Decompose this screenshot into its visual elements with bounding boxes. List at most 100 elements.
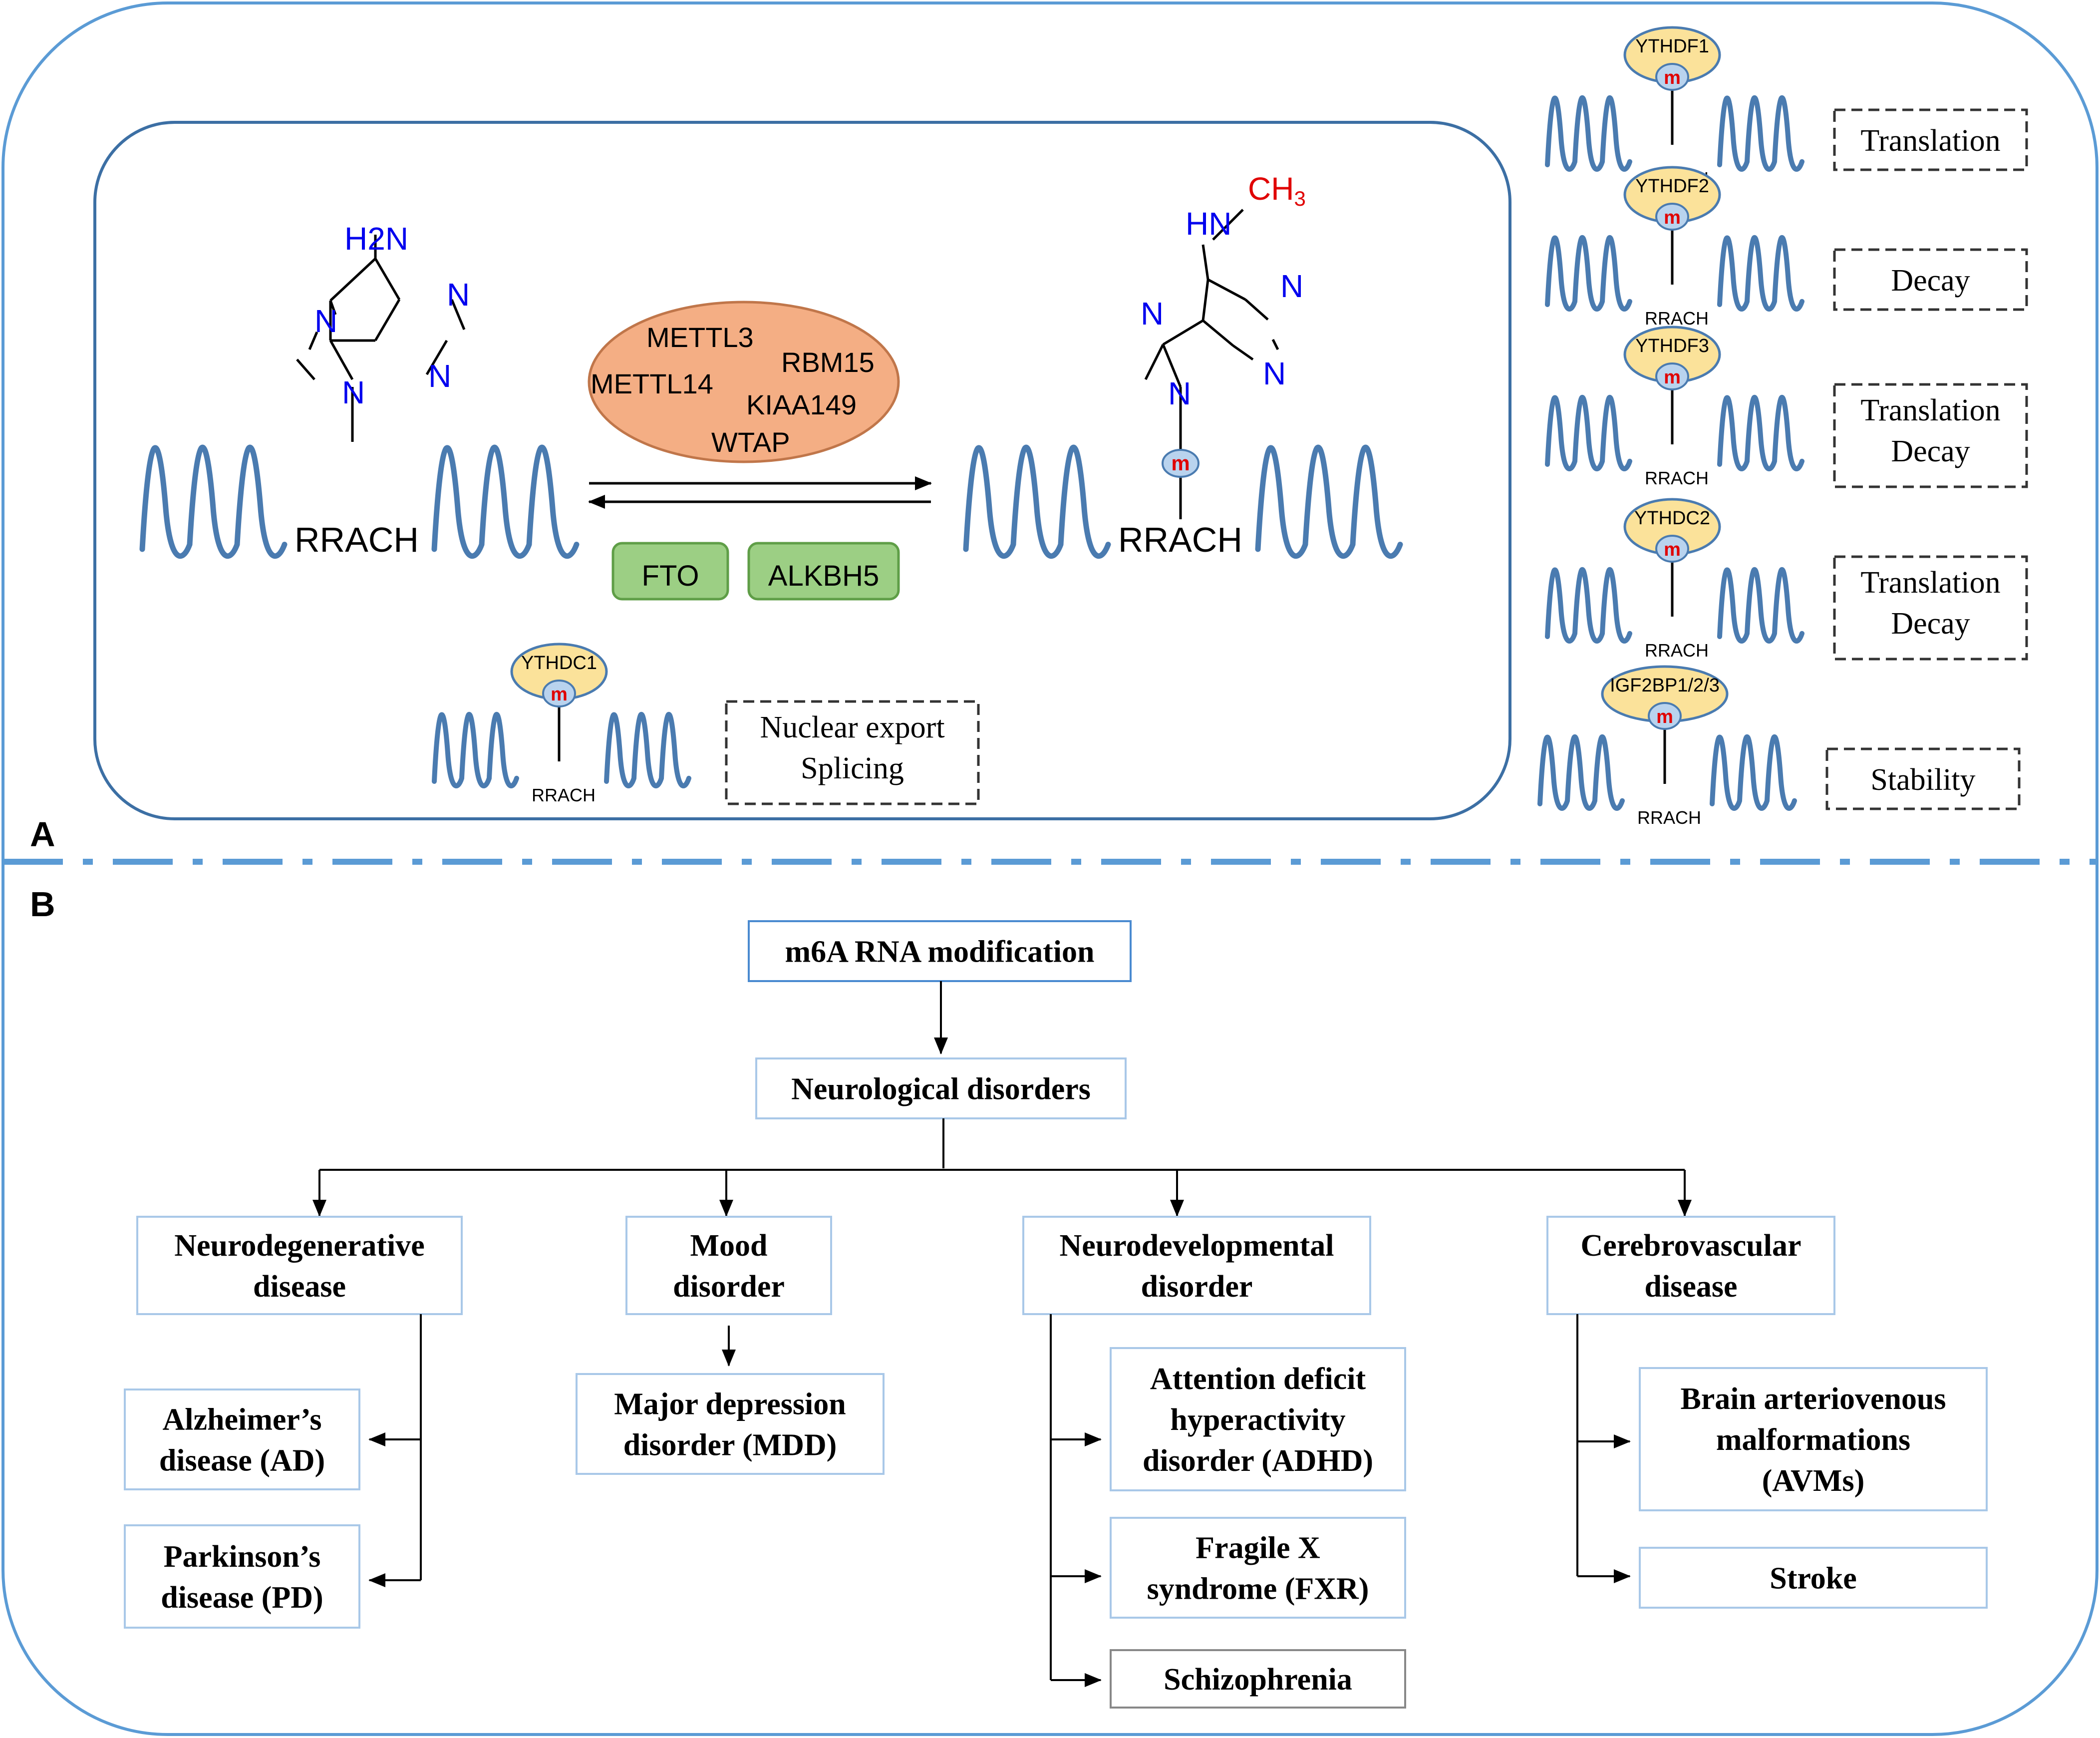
reader-name: YTHDC1 [521, 653, 597, 674]
root-node-box [748, 920, 1132, 982]
category-node-label: Cerebrovascular [1581, 1229, 1801, 1263]
unmodified-rna [139, 444, 580, 559]
category-node-box [1546, 1216, 1835, 1315]
reader-name: IGF2BP1/2/3 [1610, 675, 1720, 696]
reader-rna-wave [604, 711, 691, 789]
rrach-right: RRACH [1118, 520, 1242, 559]
m-mark [542, 680, 576, 707]
reader-rna-wave [1717, 235, 1804, 312]
stroke-node-label: Stroke [1770, 1562, 1857, 1596]
category-node-box [136, 1216, 463, 1315]
category-node-label: disease [1645, 1270, 1738, 1304]
category-node-label: Neurodevelopmental [1060, 1229, 1334, 1263]
reader-rna-wave [1545, 95, 1632, 172]
rna-wave-left-2 [431, 444, 580, 559]
avms-node-label: Brain arteriovenous [1680, 1382, 1946, 1416]
reader-name: YTHDF1 [1635, 36, 1709, 57]
m-mark [1648, 702, 1682, 730]
reader-name: YTHDC2 [1634, 508, 1710, 529]
reader-unit: YTHDF1mRRACHTranslation [1545, 26, 2028, 189]
adenine-n7: N [314, 303, 337, 339]
category-node-label: disease [253, 1270, 346, 1304]
avms-node-label: (AVMs) [1762, 1464, 1865, 1498]
ad-node-box [124, 1389, 360, 1490]
category-node-label: disorder [673, 1270, 785, 1304]
stroke-node-box [1639, 1547, 1988, 1609]
reader-name: YTHDF2 [1635, 176, 1709, 197]
adhd-node-label: Attention deficit [1150, 1362, 1366, 1396]
panel-label-b: B [30, 885, 55, 924]
reader-name: YTHDF3 [1635, 336, 1709, 356]
reader-motif: RRACH [532, 785, 596, 805]
level1-node-label: Neurological disorders [791, 1072, 1091, 1106]
pd-node-label: disease (PD) [161, 1581, 323, 1615]
m6a-n3: N [1263, 355, 1286, 391]
nucleus-box [93, 121, 1511, 820]
adenine-n1: N [447, 277, 470, 313]
m6a-structure [1144, 209, 1279, 519]
reader-rna-wave [1545, 567, 1632, 644]
category-node-label: disorder [1141, 1270, 1253, 1304]
m6a-hn: HN [1186, 206, 1231, 242]
m-mark [1655, 63, 1689, 91]
m-mark-label: m [1664, 67, 1681, 88]
m-mark-label: m [1664, 539, 1681, 560]
fxr-node-label: Fragile X [1196, 1531, 1320, 1565]
reader-rna-wave [1537, 734, 1625, 811]
m-mark [1655, 362, 1689, 390]
m-mark [1655, 535, 1689, 563]
writer-complex [588, 301, 900, 463]
adhd-node-label: hyperactivity [1170, 1403, 1345, 1437]
avms-node-label: malformations [1716, 1423, 1910, 1457]
fxr-node-box [1110, 1517, 1406, 1619]
schizophrenia-node-box [1110, 1649, 1406, 1709]
function-label: Translation [1860, 566, 2000, 600]
m-mark [1655, 203, 1689, 231]
ad-node-label: Alzheimer’s [162, 1403, 321, 1437]
writer-wtap: WTAP [711, 426, 790, 458]
function-box [1825, 747, 2021, 810]
m6a-n1: N [1280, 268, 1303, 304]
adhd-node-label: disorder (ADHD) [1143, 1444, 1373, 1478]
m-mark-label: m [1664, 367, 1681, 388]
m6a-ch3: CH3 [1248, 171, 1306, 210]
adenine-n9: N [342, 374, 365, 410]
rna-wave-right [963, 444, 1111, 559]
reader-rna-wave [1545, 394, 1632, 472]
function-label: Decay [1891, 264, 1970, 298]
schizophrenia-node-label: Schizophrenia [1164, 1663, 1352, 1697]
m6a-n7: N [1141, 296, 1164, 332]
adenine-n3: N [428, 358, 451, 394]
pd-node-label: Parkinson’s [164, 1540, 321, 1574]
function-label: Decay [1891, 434, 1970, 468]
reader-rna-wave [1710, 734, 1797, 811]
mdd-node-label: disorder (MDD) [623, 1428, 837, 1462]
m6a-n9: N [1168, 375, 1191, 411]
function-label: Nuclear export [760, 710, 944, 744]
m-mark-label: m [551, 684, 568, 705]
reader-motif: RRACH [1637, 807, 1701, 828]
rrach-left: RRACH [295, 520, 419, 559]
function-label: Translation [1860, 393, 2000, 427]
category-node-box [1022, 1216, 1371, 1315]
function-box [1833, 108, 2028, 171]
writer-mettl14: METTL14 [591, 368, 713, 399]
rna-wave-left [139, 444, 288, 559]
mdd-node-box [576, 1373, 885, 1475]
writer-rbm15: RBM15 [781, 347, 875, 378]
eraser-fto-box [611, 542, 729, 601]
function-box [1833, 383, 2028, 488]
function-label: Splicing [801, 751, 904, 785]
rna-wave-right-2 [1255, 444, 1403, 559]
eraser-fto: FTO [642, 560, 699, 592]
reader-list: YTHDF1mRRACHTranslationYTHDF2mRRACHDecay… [432, 26, 2028, 828]
adhd-node-box [1110, 1347, 1406, 1491]
ad-node-label: disease (AD) [159, 1444, 325, 1478]
pd-node-box [124, 1524, 360, 1629]
level1-node-box [755, 1057, 1127, 1119]
writer-mettl3: METTL3 [646, 322, 754, 353]
